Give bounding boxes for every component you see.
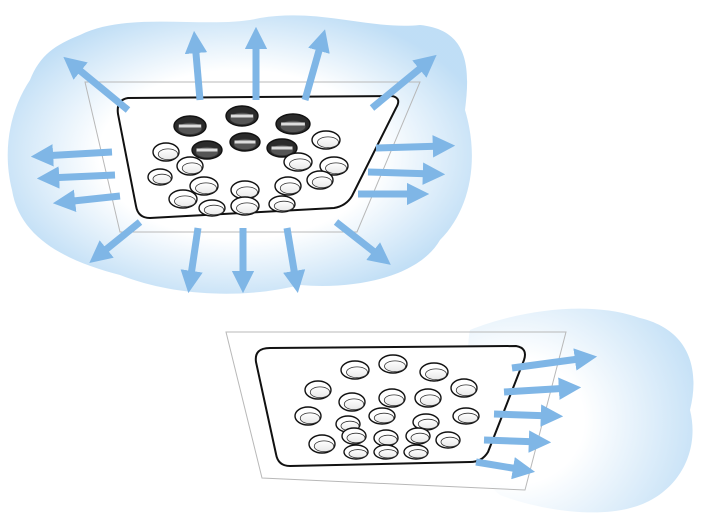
airflow-arrows-1: [30, 26, 456, 294]
nozzle: [373, 429, 399, 447]
nozzle: [173, 115, 207, 137]
nozzle: [283, 152, 313, 172]
airflow-arrow: [369, 54, 437, 111]
nozzle: [152, 142, 180, 162]
nozzle: [189, 176, 219, 196]
nozzle: [308, 434, 336, 454]
airflow-arrow: [375, 135, 456, 158]
nozzle: [198, 199, 226, 217]
nozzle: [266, 138, 298, 158]
nozzle: [373, 444, 399, 460]
airflow-arrow: [333, 219, 391, 265]
airflow-arrow: [503, 377, 582, 400]
airflow-arrow: [52, 189, 121, 212]
airflow-arrow: [180, 227, 203, 294]
nozzle-group-1: [147, 105, 349, 217]
nozzle: [268, 195, 296, 213]
airflow-arrow: [36, 166, 116, 189]
airflow-arrow: [30, 144, 113, 167]
directional-diffuser-panel: [225, 308, 694, 513]
nozzle: [435, 431, 461, 449]
airflow-arrow: [63, 56, 131, 113]
airflow-arrow: [283, 227, 306, 294]
nozzle: [230, 196, 260, 216]
airflow-arrow: [475, 457, 536, 480]
nozzle: [419, 362, 449, 382]
nozzle-group-2: [294, 354, 480, 460]
omnidirectional-diffuser-panel: [7, 15, 472, 294]
nozzle: [340, 360, 370, 380]
nozzle: [274, 176, 302, 196]
airflow-arrow: [367, 162, 446, 185]
airflow-arrow: [301, 29, 330, 101]
nozzle: [403, 444, 429, 460]
airflow-arrow: [493, 404, 564, 427]
airflow-arrow: [511, 348, 598, 372]
nozzle: [191, 140, 223, 160]
nozzle: [147, 168, 173, 186]
nozzle: [414, 388, 442, 408]
nozzle: [176, 156, 204, 176]
airflow-arrows-2: [475, 348, 598, 480]
nozzle: [168, 189, 198, 209]
airflow-arrow: [184, 30, 208, 101]
nozzle: [338, 392, 366, 412]
nozzle: [306, 170, 334, 190]
nozzle: [304, 380, 332, 400]
nozzle: [412, 413, 440, 431]
nozzle: [343, 444, 369, 460]
nozzle: [311, 130, 341, 150]
nozzle: [450, 378, 478, 398]
airflow-arrow: [89, 219, 143, 264]
nozzle: [405, 427, 431, 445]
airflow-arrow: [483, 430, 552, 453]
nozzle: [319, 156, 349, 176]
nozzle: [378, 354, 408, 374]
ceiling-tile-2: [225, 331, 567, 491]
nozzle: [341, 427, 367, 445]
nozzle: [368, 407, 396, 425]
nozzle: [229, 132, 261, 152]
nozzle: [452, 407, 480, 425]
nozzle: [275, 113, 311, 135]
nozzle: [378, 388, 406, 408]
nozzle: [225, 105, 259, 127]
nozzle: [294, 406, 322, 426]
